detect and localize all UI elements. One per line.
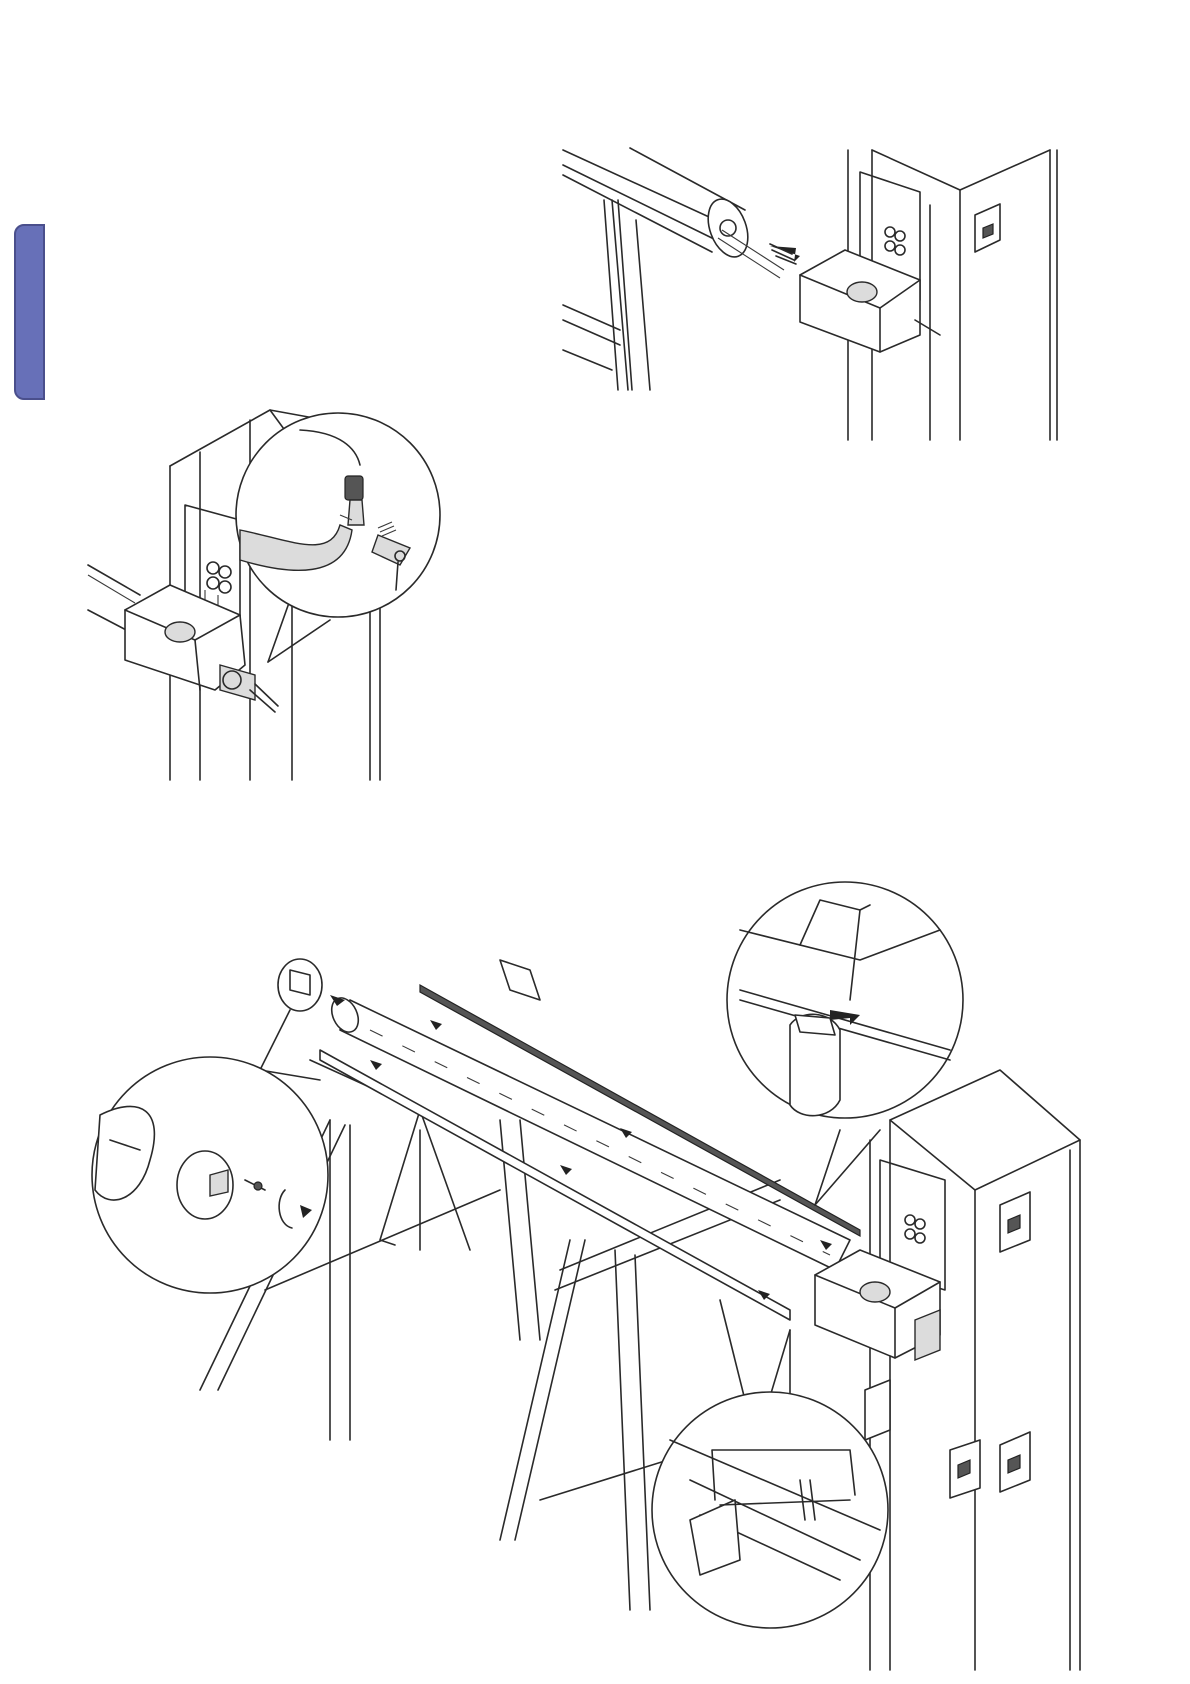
fig-motor-connector	[88, 410, 440, 780]
motor-housing-icon	[815, 1250, 940, 1360]
motor-housing-icon	[125, 585, 278, 712]
insertion-arrow-icon	[770, 244, 800, 264]
boom-arm-icon	[563, 148, 784, 278]
magnifier-callout-icon	[236, 413, 440, 662]
fig-shaft-insertion	[563, 148, 1057, 440]
barrier-post-icon	[865, 1070, 1080, 1670]
hand-callout-icon	[727, 882, 963, 1205]
sawhorse-icon	[563, 200, 650, 390]
screw-callout-icon	[92, 1010, 328, 1293]
hacksaw-callout-icon	[652, 1330, 888, 1628]
motor-housing-icon	[800, 250, 940, 352]
fig-boom-assembly	[92, 882, 1080, 1670]
